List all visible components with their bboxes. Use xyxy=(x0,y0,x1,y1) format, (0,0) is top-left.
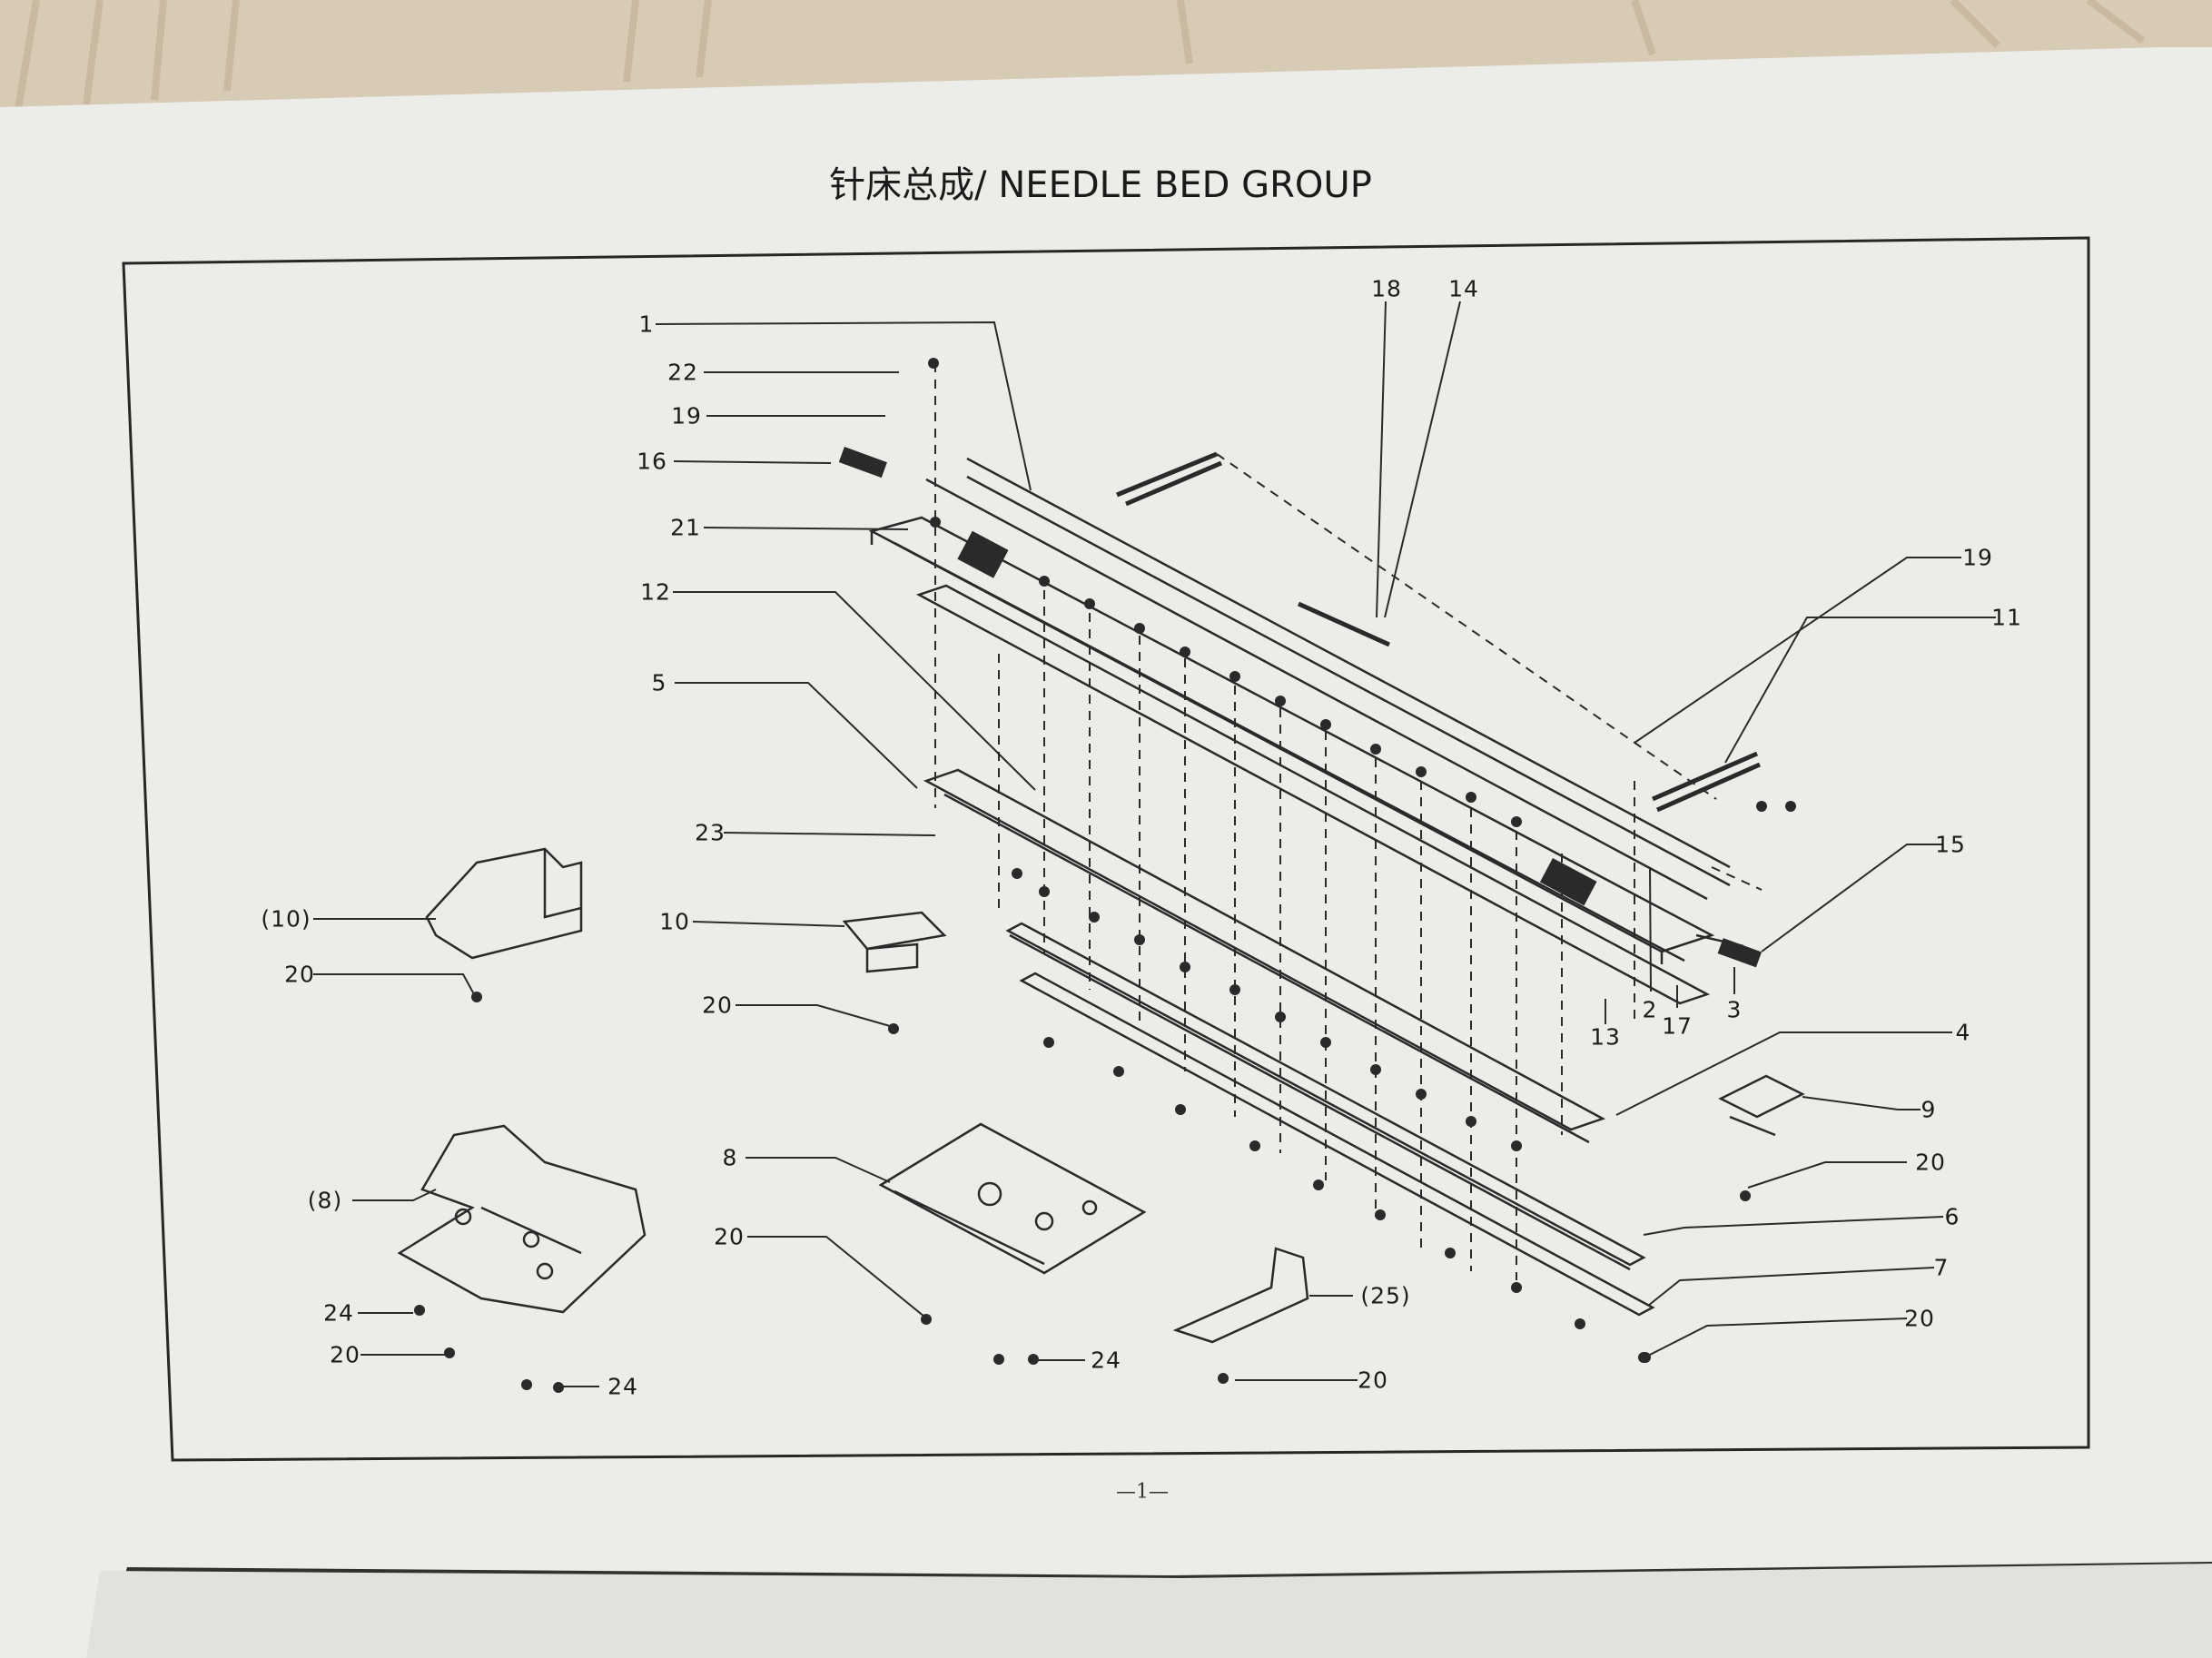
part-15-link xyxy=(1695,933,1744,948)
bottom-rails xyxy=(1005,922,1655,1317)
callout-label: (8) xyxy=(307,1187,343,1214)
callout-label: 2 xyxy=(1642,996,1658,1023)
callout-label: 24 xyxy=(1091,1347,1121,1374)
callout-label: 20 xyxy=(1358,1367,1388,1394)
callout-label: 19 xyxy=(671,402,702,429)
lower-rail xyxy=(923,768,1606,1144)
bracket-25 xyxy=(1172,1247,1309,1344)
callout-label: 24 xyxy=(323,1299,354,1327)
bracket-10-left xyxy=(425,847,583,960)
diagram-frame xyxy=(122,236,2090,1462)
bracket-9 xyxy=(1718,1074,1805,1137)
callout-label: 4 xyxy=(1955,1019,1971,1046)
needle-bed-plate xyxy=(868,516,1715,1005)
bed-screws xyxy=(928,358,1796,1363)
callout-label: 19 xyxy=(1962,544,1993,571)
callout-label: 5 xyxy=(651,669,667,696)
callout-label: 14 xyxy=(1448,275,1479,302)
callout-label: 12 xyxy=(640,578,671,606)
callout-label: 3 xyxy=(1726,996,1743,1023)
part-16 xyxy=(838,447,887,479)
callout-label: 20 xyxy=(714,1223,745,1250)
callout-label: 20 xyxy=(1915,1149,1946,1176)
callout-label: 21 xyxy=(670,514,701,541)
knit-texture xyxy=(15,0,2146,110)
callout-label: 8 xyxy=(722,1144,738,1171)
manual-page xyxy=(0,47,2212,1658)
callout-label: 1 xyxy=(638,311,655,338)
needle-bed-diagram xyxy=(397,358,1805,1363)
callout-label: 11 xyxy=(1991,604,2022,631)
callout-label: 20 xyxy=(330,1341,360,1368)
callout-label: 20 xyxy=(284,961,315,988)
cover-8-left xyxy=(397,1124,647,1314)
bracket-10 xyxy=(842,911,947,973)
next-page-edge xyxy=(86,1564,2212,1658)
page-title: 针床总成/ NEEDLE BED GROUP xyxy=(829,164,1372,206)
callout-label: 7 xyxy=(1933,1254,1950,1281)
callout-label: (25) xyxy=(1360,1282,1411,1309)
callout-label: 6 xyxy=(1944,1203,1960,1230)
page-number: —1— xyxy=(1116,1480,1169,1504)
callout-label: 18 xyxy=(1371,275,1402,302)
rail-1 xyxy=(925,457,1731,901)
callout-label: 15 xyxy=(1935,831,1966,858)
callout-label: 9 xyxy=(1921,1096,1937,1123)
callout-label: 24 xyxy=(607,1373,638,1400)
callout-label: 10 xyxy=(659,908,690,935)
fasteners xyxy=(414,992,1751,1393)
callout-label: 13 xyxy=(1590,1023,1621,1051)
callout-label: 20 xyxy=(702,992,733,1019)
callout-label: 22 xyxy=(667,359,698,386)
part-15 xyxy=(1717,938,1763,968)
callout-label: (10) xyxy=(261,905,311,933)
plate-8 xyxy=(878,1122,1147,1275)
callout-label: 16 xyxy=(637,448,667,475)
callout-label: 23 xyxy=(695,819,726,846)
callout-label: 20 xyxy=(1904,1305,1935,1332)
leader-lines xyxy=(313,301,1996,1387)
callout-label: 17 xyxy=(1662,1012,1693,1040)
upper-slats xyxy=(1116,451,1762,813)
